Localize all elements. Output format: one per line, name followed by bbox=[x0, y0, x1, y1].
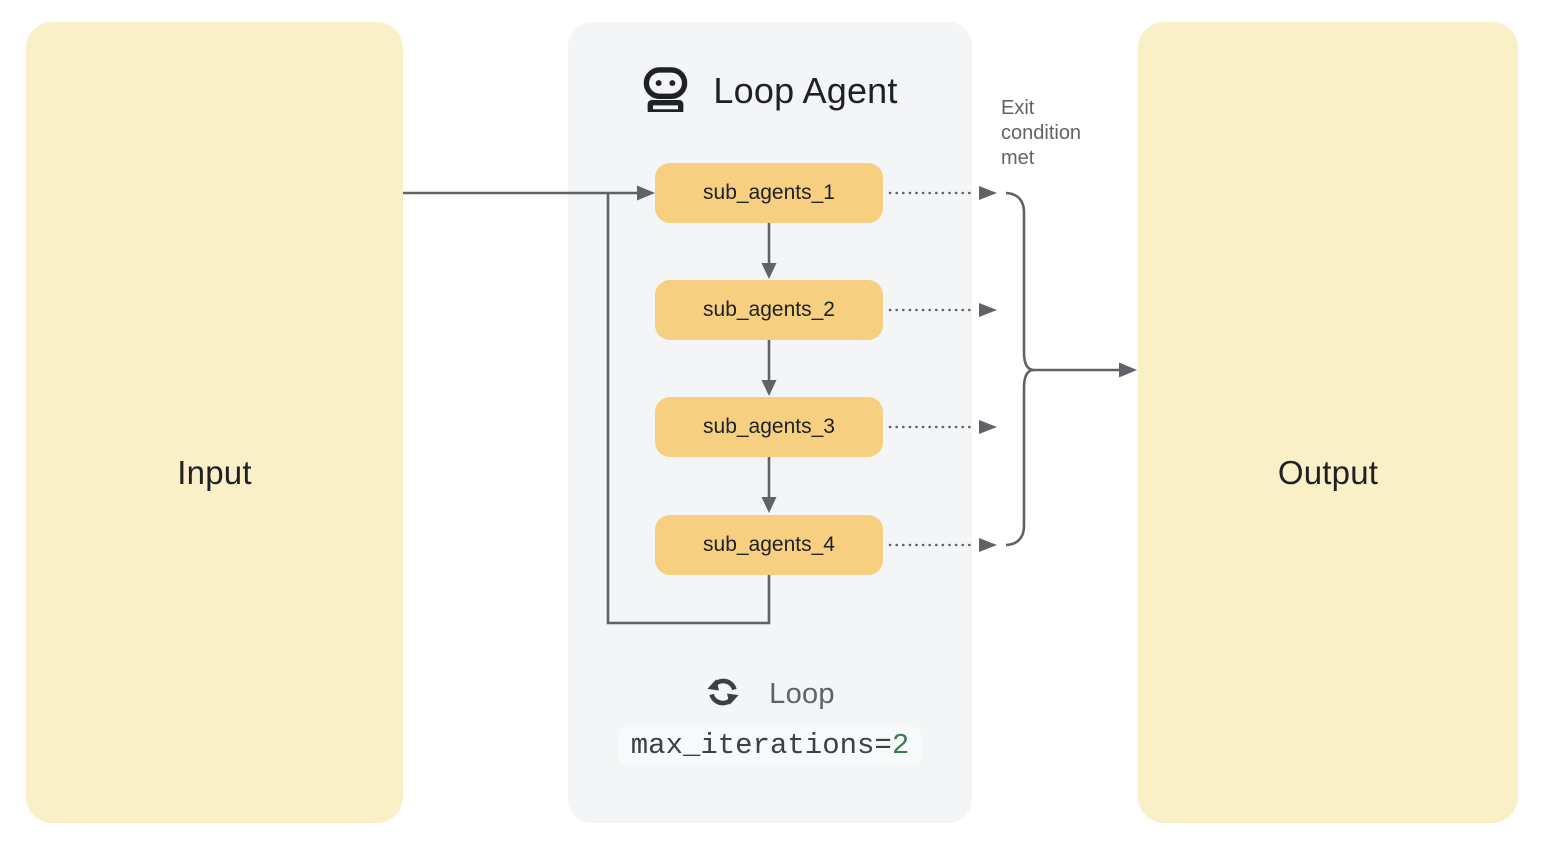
max-iterations-code: max_iterations= bbox=[630, 729, 892, 762]
sub-agent-box-1: sub_agents_1 bbox=[655, 163, 883, 223]
merge-brace bbox=[1005, 191, 1035, 547]
sub-agent-label: sub_agents_1 bbox=[703, 181, 835, 204]
loop-sync-icon bbox=[705, 674, 741, 715]
output-box: Output bbox=[1138, 22, 1518, 823]
exit-condition-label: Exit condition met bbox=[1001, 97, 1082, 169]
input-box: Input bbox=[26, 22, 403, 823]
sub-agent-box-3: sub_agents_3 bbox=[655, 397, 883, 457]
sub-agent-label: sub_agents_3 bbox=[703, 415, 835, 438]
sub-agent-box-2: sub_agents_2 bbox=[655, 280, 883, 340]
loop-label: Loop bbox=[769, 678, 835, 710]
sub-agent-label: sub_agents_4 bbox=[703, 533, 835, 556]
output-label: Output bbox=[1277, 454, 1379, 491]
panel-title: Loop Agent bbox=[713, 69, 898, 111]
robot-icon bbox=[642, 64, 689, 117]
input-label: Input bbox=[177, 454, 252, 491]
sub-agent-box-4: sub_agents_4 bbox=[655, 515, 883, 575]
output-arrow bbox=[1031, 362, 1137, 378]
max-iterations-value: 2 bbox=[891, 729, 910, 762]
loop-row: Loop bbox=[568, 674, 972, 715]
sub-agent-label: sub_agents_2 bbox=[703, 298, 835, 321]
max-iterations-chip: max_iterations=2 bbox=[568, 727, 972, 765]
loop-agent-header: Loop Agent bbox=[568, 64, 972, 117]
